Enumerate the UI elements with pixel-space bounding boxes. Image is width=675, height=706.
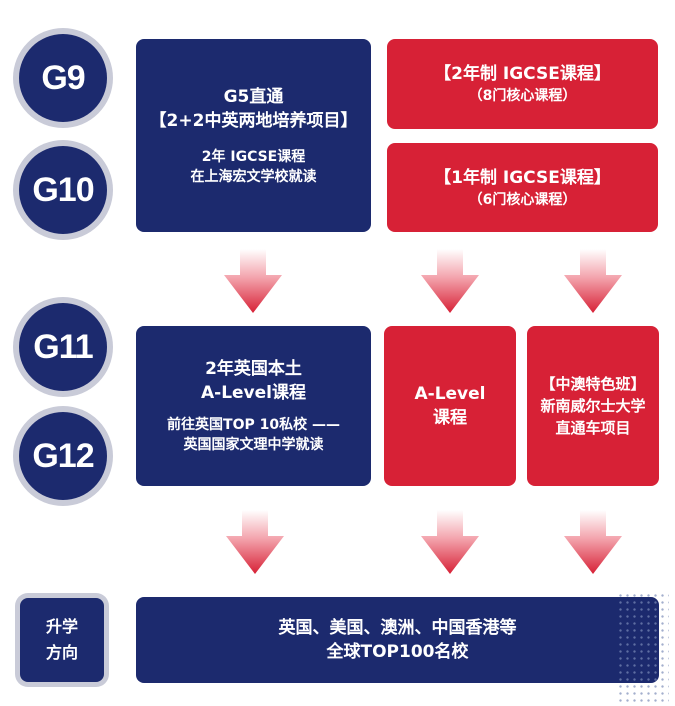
grade-label: G10 xyxy=(32,170,94,209)
box-detail: 2年 IGCSE课程 xyxy=(201,148,306,165)
box-detail: 新南威尔士大学 xyxy=(540,397,646,415)
box-title: 【2年制 IGCSE课程】 xyxy=(434,64,611,84)
sino-australia-class-box: 【中澳特色班】 新南威尔士大学 直通车项目 xyxy=(527,326,659,486)
box-detail: 英国国家文理中学就读 xyxy=(183,437,324,453)
box-title: 2年英国本土 xyxy=(205,359,302,379)
label-line: 方向 xyxy=(45,643,78,662)
label-line: 升学 xyxy=(45,617,78,636)
box-title: 【中澳特色班】 xyxy=(540,375,646,393)
box-title: G5直通 xyxy=(223,86,284,107)
box-subtitle: 全球TOP100名校 xyxy=(326,642,469,662)
uk-a-level-box: 2年英国本土 A-Level课程 前往英国TOP 10私校 —— 英国国家文理中… xyxy=(136,326,371,486)
grade-label: G12 xyxy=(32,436,94,475)
arrow-down-icon xyxy=(226,510,284,574)
box-title: 【1年制 IGCSE课程】 xyxy=(434,167,611,188)
box-subtitle: 课程 xyxy=(433,408,467,428)
box-detail: 直通车项目 xyxy=(555,419,631,437)
box-subtitle: 【2+2中英两地培养项目】 xyxy=(149,110,358,131)
box-subtitle: A-Level课程 xyxy=(200,383,306,403)
box-detail: 在上海宏文学校就读 xyxy=(190,168,317,185)
admission-direction-label: 升学 方向 xyxy=(20,598,104,682)
box-detail: （6门核心课程） xyxy=(468,191,577,208)
grade-g11: G11 xyxy=(19,303,107,391)
box-detail: （8门核心课程） xyxy=(468,88,577,104)
destination-box: 英国、美国、澳洲、中国香港等 全球TOP100名校 xyxy=(136,597,659,683)
grade-g12: G12 xyxy=(19,412,107,500)
box-title: 英国、美国、澳洲、中国香港等 xyxy=(278,618,517,638)
grade-g10: G10 xyxy=(19,146,107,234)
a-level-box: A-Level 课程 xyxy=(384,326,516,486)
igcse-1year-box: 【1年制 IGCSE课程】 （6门核心课程） xyxy=(387,143,658,232)
arrow-down-icon xyxy=(564,249,622,313)
g5-direct-program-box: G5直通 【2+2中英两地培养项目】 2年 IGCSE课程 在上海宏文学校就读 xyxy=(136,39,371,232)
arrow-down-icon xyxy=(421,249,479,313)
arrow-down-icon xyxy=(564,510,622,574)
box-detail: 前往英国TOP 10私校 —— xyxy=(167,417,340,433)
arrow-down-icon xyxy=(421,510,479,574)
grade-label: G11 xyxy=(33,327,93,366)
igcse-2year-box: 【2年制 IGCSE课程】 （8门核心课程） xyxy=(387,39,658,129)
grade-label: G9 xyxy=(41,58,85,97)
arrow-down-icon xyxy=(224,249,282,313)
decorative-dots xyxy=(617,592,669,702)
grade-g9: G9 xyxy=(19,34,107,122)
box-title: A-Level xyxy=(414,384,486,404)
